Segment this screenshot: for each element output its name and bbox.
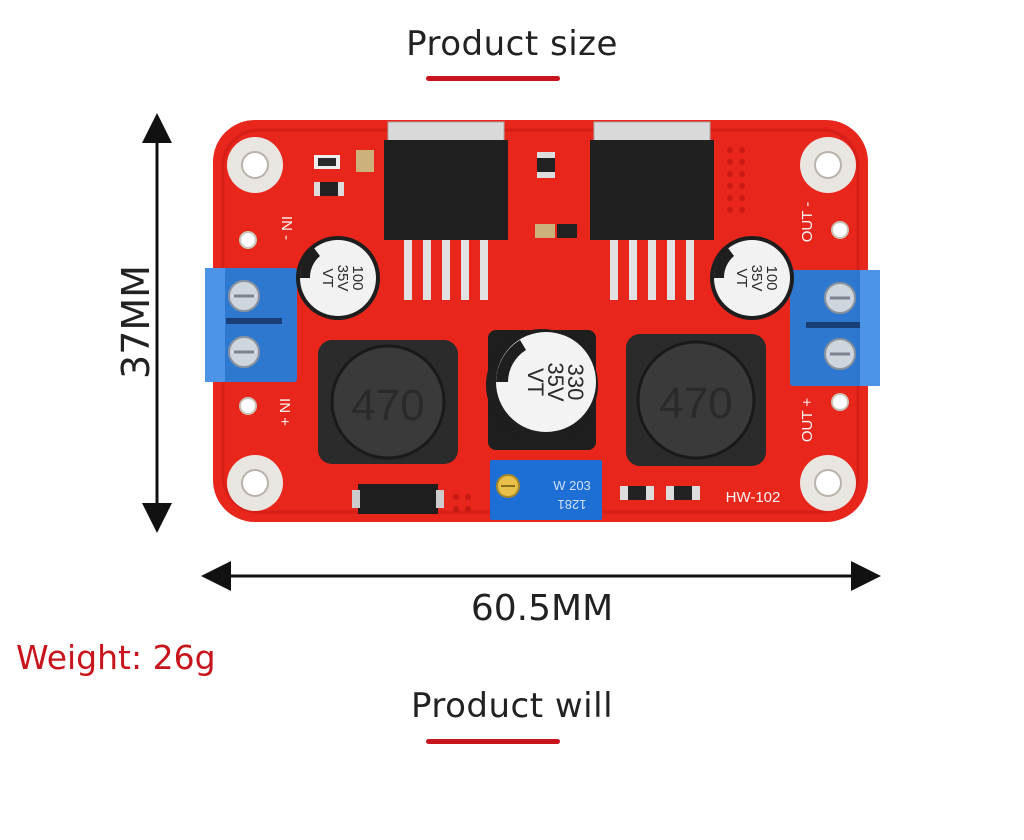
small-cap-series-right: VT — [733, 268, 750, 287]
regulator-chip-left — [384, 121, 508, 300]
weight-label: Weight: 26g — [16, 638, 216, 677]
silk-in-minus: IN - — [278, 216, 295, 240]
height-dimension-label: 37MM — [114, 265, 158, 379]
width-dimension-label: 60.5MM — [470, 588, 614, 629]
silk-in-plus: IN + — [276, 398, 293, 426]
model-label: HW-102 — [726, 489, 781, 506]
smd-components — [314, 150, 700, 514]
small-cap-value-right: 100 — [763, 265, 780, 290]
big-cap-series: VT — [523, 368, 548, 396]
small-capacitor-left: 100 35V VT — [296, 236, 380, 320]
output-terminal-block — [790, 270, 880, 386]
section-underline — [426, 739, 560, 744]
big-capacitor: 330 35V VT — [486, 329, 598, 450]
inductor-left: 470 — [318, 340, 458, 464]
big-cap-voltage: 35V — [543, 362, 568, 401]
pot-label-line1: W 203 — [553, 478, 591, 493]
small-capacitor-right: 100 35V VT — [710, 236, 794, 320]
regulator-chip-right — [590, 121, 714, 300]
small-cap-value: 100 — [349, 265, 366, 290]
inductor-label-left: 470 — [351, 381, 424, 430]
page-title: Product size — [406, 24, 618, 64]
silk-out-plus: OUT + — [799, 398, 816, 443]
title-underline — [426, 76, 560, 81]
mounting-hole-icon — [227, 137, 856, 511]
big-cap-value: 330 — [563, 364, 588, 401]
inductor-right: 470 — [626, 334, 766, 466]
inductor-label-right: 470 — [659, 379, 732, 428]
input-terminal-block — [205, 268, 297, 382]
silk-out-minus: OUT - — [799, 202, 816, 243]
section-title: Product will — [410, 686, 614, 726]
small-cap-voltage-right: 35V — [748, 265, 765, 292]
pot-label-line2: 1281 — [558, 497, 587, 512]
small-cap-voltage: 35V — [334, 265, 351, 292]
small-cap-series: VT — [319, 268, 336, 287]
potentiometer: W 203 1281 — [490, 460, 602, 520]
